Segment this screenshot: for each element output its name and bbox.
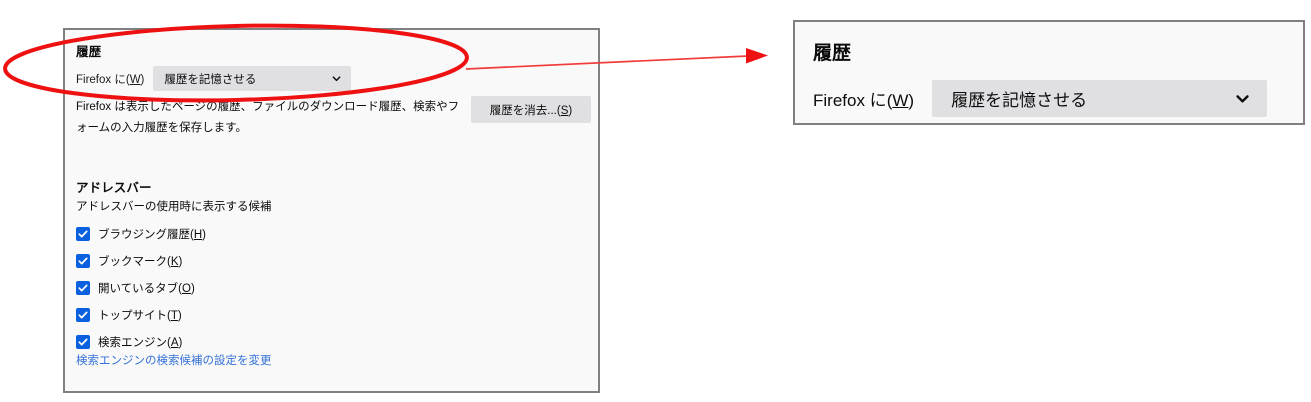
checkbox-label-3: 開いているタブ(O) [98, 282, 195, 295]
addressbar-suggestion-row[interactable]: トップサイト(T) [76, 301, 206, 328]
clear-history-button[interactable]: 履歴を消去...(S) [471, 96, 591, 123]
checkbox-label-5: 検索エンジン(A) [98, 336, 183, 349]
callout-history-mode-dropdown[interactable]: 履歴を記憶させる [932, 80, 1268, 117]
history-mode-accesskey: W [129, 73, 141, 86]
checkbox-accesskey: A [170, 336, 179, 349]
chevron-down-icon [1236, 95, 1249, 103]
checkmark-icon [78, 338, 88, 345]
checkbox-label-2: ブックマーク(K) [98, 255, 183, 268]
history-section-heading: 履歴 [76, 45, 102, 59]
callout-history-mode-row: Firefox に(W) 履歴を記憶させる [813, 80, 1268, 117]
checkmark-icon [78, 257, 88, 264]
checkbox-label-text: ブックマーク [98, 255, 167, 268]
addressbar-suggestion-row[interactable]: 検索エンジン(A) [76, 328, 206, 355]
clear-history-button-label: 履歴を消去...(S) [489, 104, 573, 117]
history-mode-dropdown[interactable]: 履歴を記憶させる [153, 66, 352, 91]
history-mode-dropdown-value: 履歴を記憶させる [164, 73, 257, 86]
checkbox-label-4: トップサイト(T) [98, 309, 182, 322]
history-mode-label: Firefox に(W) [76, 73, 145, 86]
history-description: Firefox は表示したページの履歴、ファイルのダウンロード履歴、検索やフォー… [76, 101, 460, 134]
callout-history-mode-dropdown-value: 履歴を記憶させる [951, 91, 1088, 110]
checkbox-4[interactable] [76, 307, 90, 322]
checkbox-accesskey: H [193, 228, 203, 241]
red-arrow-pointer [746, 48, 768, 64]
checkbox-accesskey: O [182, 282, 191, 295]
clear-history-accesskey: S [560, 104, 569, 117]
checkmark-icon [78, 311, 88, 318]
checkbox-5[interactable] [76, 334, 90, 349]
checkbox-label-text: 開いているタブ [98, 282, 179, 295]
checkbox-label-1: ブラウジング履歴(H) [98, 228, 206, 241]
checkbox-label-text: ブラウジング履歴 [98, 228, 190, 241]
clear-history-button-text: 履歴を消去... [489, 104, 557, 117]
addressbar-section-heading: アドレスバー [76, 181, 152, 195]
checkbox-accesskey: T [170, 309, 178, 322]
zoom-callout-panel: 履歴 Firefox に(W) 履歴を記憶させる [793, 20, 1305, 125]
checkbox-2[interactable] [76, 253, 90, 268]
checkmark-icon [78, 284, 88, 291]
callout-history-mode-accesskey: W [892, 91, 909, 110]
checkbox-3[interactable] [76, 280, 90, 295]
history-mode-row: Firefox に(W) 履歴を記憶させる [76, 66, 352, 91]
preferences-panel: 履歴 Firefox に(W) 履歴を記憶させる Firefox は表示したペー… [63, 28, 600, 393]
checkbox-label-text: トップサイト [98, 309, 167, 322]
search-engine-settings-link[interactable]: 検索エンジンの検索候補の設定を変更 [76, 355, 272, 367]
addressbar-suggestion-row[interactable]: ブラウジング履歴(H) [76, 220, 206, 247]
checkmark-icon [78, 230, 88, 237]
history-mode-label-text: Firefox に [76, 73, 126, 86]
addressbar-subheading: アドレスバーの使用時に表示する候補 [76, 201, 272, 213]
callout-history-heading: 履歴 [813, 43, 852, 64]
checkbox-1[interactable] [76, 226, 90, 241]
chevron-down-icon [332, 76, 341, 82]
addressbar-suggestion-row[interactable]: 開いているタブ(O) [76, 274, 206, 301]
addressbar-suggestion-list: ブラウジング履歴(H) ブックマーク(K) 開いているタブ(O) トップサイト(T) 検… [76, 220, 206, 355]
callout-history-mode-label-text: Firefox に [813, 91, 887, 110]
callout-history-mode-label: Firefox に(W) [813, 91, 915, 110]
addressbar-suggestion-row[interactable]: ブックマーク(K) [76, 247, 206, 274]
checkbox-label-text: 検索エンジン [98, 336, 167, 349]
checkbox-accesskey: K [170, 255, 179, 268]
